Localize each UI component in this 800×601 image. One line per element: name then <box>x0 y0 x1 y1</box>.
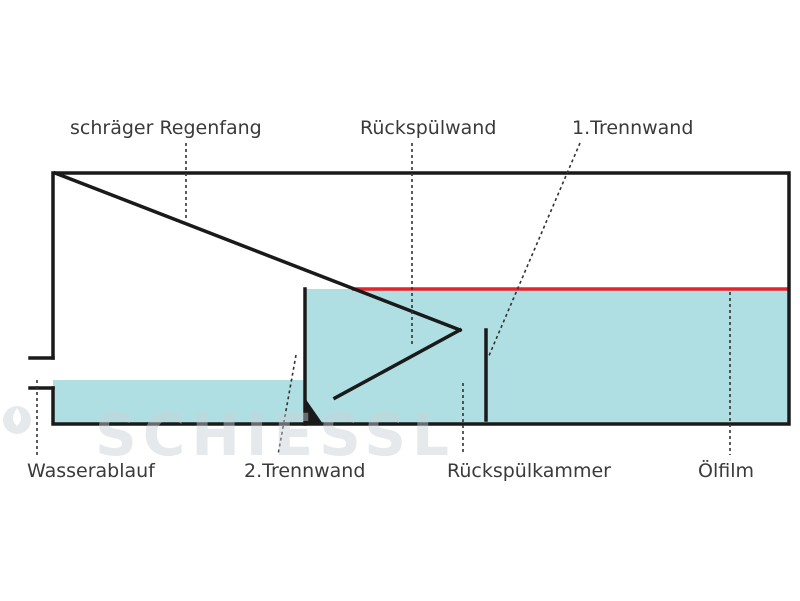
label-schraeger-regenfang: schräger Regenfang <box>70 117 262 139</box>
water-main-chamber <box>305 289 789 424</box>
tank-outline <box>51 171 791 426</box>
rueckspuelwand-plate <box>332 327 463 401</box>
label-trennwand-1: 1.Trennwand <box>572 117 693 139</box>
label-oelfilm: Ölfilm <box>698 459 754 482</box>
water-outlet-channel <box>53 380 305 424</box>
trennwand-2-foot <box>305 398 323 424</box>
watermark-logo: SCHIESSL <box>95 401 455 469</box>
leader-trennwand-1 <box>487 142 581 359</box>
label-rueckspuelkammer: Rückspülkammer <box>447 460 611 482</box>
leader-trennwand-2 <box>277 354 297 456</box>
label-trennwand-2: 2.Trennwand <box>244 460 365 482</box>
label-wasserablauf: Wasserablauf <box>27 460 156 482</box>
watermark-droplet-icon <box>3 406 31 434</box>
schraeger-regenfang-plate <box>52 170 463 333</box>
label-rueckspuelwand: Rückspülwand <box>360 117 496 139</box>
